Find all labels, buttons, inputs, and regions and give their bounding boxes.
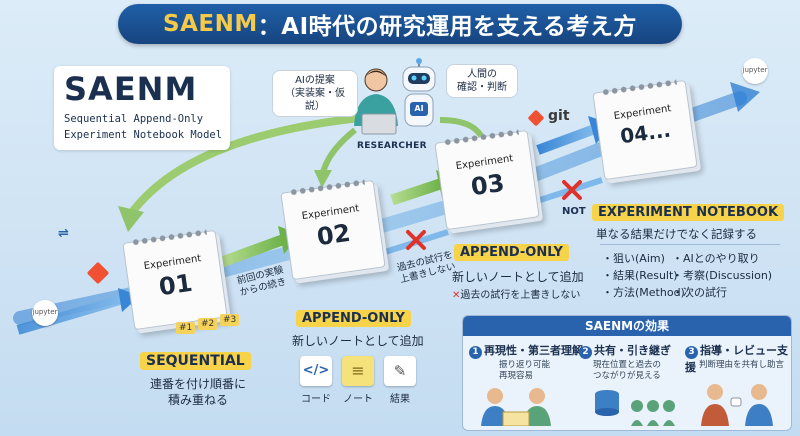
append-only-desc-bottom: 新しいノートとして追加 xyxy=(292,334,424,348)
arrow-02-03 xyxy=(390,178,442,206)
effect-2-desc: 現在位置と過去の つながりが見える xyxy=(593,360,661,382)
logo-title: SAENM xyxy=(64,70,198,108)
feedback-arrow-left xyxy=(126,114,361,218)
result-icon: ✎ xyxy=(384,356,416,386)
effect-3-desc: 判断理由を共有し助言 xyxy=(699,360,784,371)
code-icon: </> xyxy=(300,356,332,386)
jupyter-badge: jupyter xyxy=(32,300,58,326)
effect-1-desc: 振り返り可能 再現容易 xyxy=(499,360,550,382)
effect-1-title-text: 再現性・第三者理解 xyxy=(484,344,583,357)
effect-1-desc-line1: 振り返り可能 xyxy=(499,360,551,370)
item-aim: ・狙い(Aim) xyxy=(602,252,665,265)
notebook-03: Experiment 03 xyxy=(434,127,540,231)
result-glyph: ✎ xyxy=(393,362,407,380)
item-ai-dialog: ・AIとのやり取り xyxy=(672,252,760,265)
sequential-desc-line2: 積み重ねる xyxy=(168,393,229,407)
effect-2-illustration xyxy=(595,390,675,426)
notebook-04: Experiment 04... xyxy=(592,77,698,181)
notebook-items-left: ・狙い(Aim) ・結果(Result) ・方法(Method) xyxy=(602,250,685,301)
not-label: NOT xyxy=(562,206,586,217)
notebook-glyph: ≡ xyxy=(351,361,365,380)
effect-2-desc-line1: 現在位置と過去の xyxy=(593,360,662,370)
divider xyxy=(600,244,780,245)
effect-1-desc-line2: 再現容易 xyxy=(499,371,534,381)
main-arrow-head xyxy=(730,82,760,112)
human-check-line1: 人間の xyxy=(467,69,497,80)
effect-3-desc-line1: 判断理由を共有し助言 xyxy=(699,360,785,370)
saenm-logo-box: SAENM Sequential Append-Only Experiment … xyxy=(54,66,230,150)
item-discussion: ・考察(Discussion) xyxy=(672,269,773,282)
git-label: git xyxy=(548,108,570,124)
result-label: 結果 xyxy=(390,394,410,405)
ai-robot-figure: AI xyxy=(396,58,442,142)
code-glyph: </> xyxy=(302,363,330,378)
effects-header: SAENMの効果 xyxy=(463,316,791,336)
title-text: ：AI時代の研究運用を支える考え方 xyxy=(257,14,637,40)
title-banner: SAENM：AI時代の研究運用を支える考え方 xyxy=(118,4,682,44)
append-only-header-mid: APPEND-ONLY xyxy=(454,244,569,261)
experiment-notebook-subtitle: 単なる結果だけでなく記録する xyxy=(596,227,757,241)
arrow-01-02 xyxy=(220,234,284,268)
human-check-line2: 確認・判断 xyxy=(457,82,507,93)
sequential-desc-line1: 連番を付け順番に xyxy=(150,377,247,391)
notebook-label: ノート xyxy=(343,394,373,405)
tab-label-1: #1 xyxy=(176,322,196,334)
jupyter-label: jupyter xyxy=(32,308,58,316)
notebook-icon: ≡ xyxy=(342,356,374,386)
human-check-bubble: 人間の 確認・判断 xyxy=(446,64,518,98)
researcher-label: RESEARCHER xyxy=(357,141,427,151)
jupyter-badge-top: jupyter xyxy=(742,58,768,84)
notebook-02: Experiment 02 xyxy=(280,177,386,281)
link-icon: ⇌ xyxy=(58,226,69,241)
notebook-01: Experiment 01 xyxy=(122,227,228,331)
effect-2-number: 2 xyxy=(579,346,592,359)
effect-1-number: 1 xyxy=(469,346,482,359)
ai-proposal-line2: （実装案・仮説） xyxy=(285,88,345,112)
item-method: ・方法(Method) xyxy=(602,286,685,299)
append-only-header-bottom: APPEND-ONLY xyxy=(296,310,411,327)
tab-label-3: #3 xyxy=(220,314,240,326)
sequential-desc: 連番を付け順番に 積み重ねる xyxy=(150,376,246,408)
researcher-figure xyxy=(348,66,404,140)
item-result: ・結果(Result) xyxy=(602,269,678,282)
arrow-03-04 xyxy=(536,125,594,155)
jupyter-label: jupyter xyxy=(742,66,768,74)
append-only-desc2-text: 過去の試行を上書きしない xyxy=(460,290,581,301)
cross-icon: ✕ xyxy=(452,290,461,301)
effect-3-illustration xyxy=(701,384,773,426)
experiment-notebook-header: EXPERIMENT NOTEBOOK xyxy=(592,204,785,221)
effect-3-title-text: 指導・レビュー支援 xyxy=(685,344,788,374)
robot-chest-label: AI xyxy=(414,104,424,113)
notebook-items-right: ・AIとのやり取り ・考察(Discussion) ・次の試行 xyxy=(672,250,772,301)
code-label: コード xyxy=(301,394,331,405)
logo-subtitle-line1: Sequential Append-Only xyxy=(64,113,204,125)
cross-mark-02 xyxy=(406,230,426,250)
title-accent: SAENM xyxy=(163,11,258,37)
logo-subtitle-line2: Experiment Notebook Model xyxy=(64,129,223,141)
item-next-trial: ・次の試行 xyxy=(672,286,727,299)
effect-2-desc-line2: つながりが見える xyxy=(593,371,661,381)
tab-label-2: #2 xyxy=(198,318,218,330)
effect-3-number: 3 xyxy=(685,346,698,359)
effect-1-illustration xyxy=(481,388,551,426)
ai-proposal-bubble: AIの提案 （実装案・仮説） xyxy=(272,70,358,117)
ai-proposal-line1: AIの提案 xyxy=(295,75,335,86)
effect-2-title-text: 共有・引き継ぎ xyxy=(594,344,671,357)
append-only-desc2-mid: ✕過去の試行を上書きしない xyxy=(452,286,580,301)
sequential-header: SEQUENTIAL xyxy=(140,352,251,370)
cross-mark-03 xyxy=(562,180,582,200)
append-only-desc1-mid: 新しいノートとして追加 xyxy=(452,270,584,284)
